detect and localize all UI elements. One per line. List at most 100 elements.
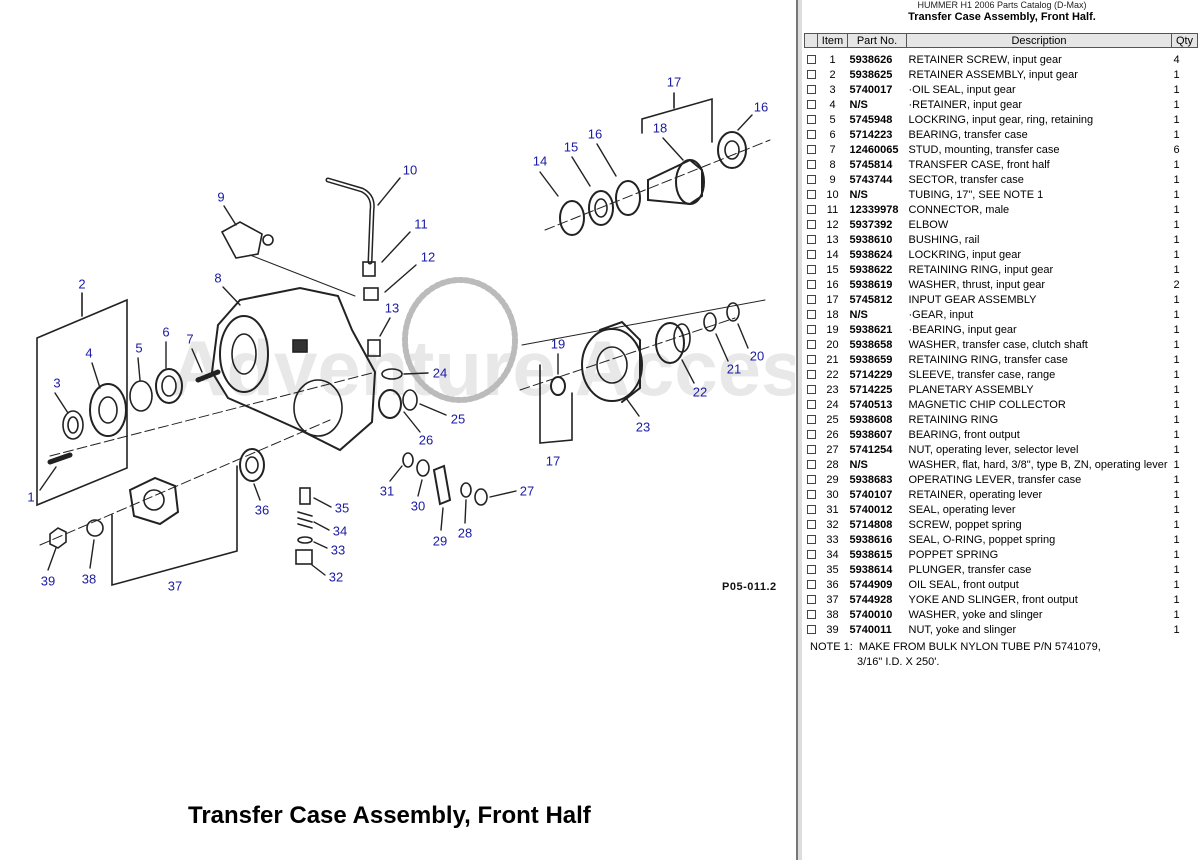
header-qty[interactable]: Qty [1171,33,1198,48]
row-checkbox[interactable] [806,520,816,530]
row-checkbox-cell[interactable] [805,382,818,397]
row-checkbox[interactable] [806,145,816,155]
row-checkbox[interactable] [806,310,816,320]
row-checkbox[interactable] [806,490,816,500]
row-checkbox[interactable] [806,175,816,185]
row-checkbox[interactable] [806,610,816,620]
row-checkbox[interactable] [806,70,816,80]
row-checkbox[interactable] [806,445,816,455]
row-checkbox[interactable] [806,190,816,200]
row-checkbox[interactable] [806,535,816,545]
row-checkbox-cell[interactable] [805,112,818,127]
row-checkbox-cell[interactable] [805,622,818,637]
row-checkbox[interactable] [806,370,816,380]
row-checkbox-cell[interactable] [805,397,818,412]
row-checkbox[interactable] [806,400,816,410]
row-checkbox[interactable] [806,235,816,245]
row-checkbox-cell[interactable] [805,412,818,427]
row-checkbox[interactable] [806,550,816,560]
row-checkbox[interactable] [806,160,816,170]
row-checkbox[interactable] [806,505,816,515]
row-checkbox-cell[interactable] [805,352,818,367]
row-checkbox-cell[interactable] [805,67,818,82]
row-checkbox-cell[interactable] [805,457,818,472]
row-checkbox-cell[interactable] [805,217,818,232]
row-checkbox[interactable] [806,430,816,440]
row-checkbox-cell[interactable] [805,562,818,577]
row-checkbox-cell[interactable] [805,127,818,142]
row-checkbox-cell[interactable] [805,97,818,112]
row-checkbox-cell[interactable] [805,157,818,172]
row-checkbox-cell[interactable] [805,82,818,97]
row-checkbox[interactable] [806,595,816,605]
row-checkbox-cell[interactable] [805,532,818,547]
row-checkbox-cell[interactable] [805,292,818,307]
row-checkbox[interactable] [806,460,816,470]
row-checkbox-cell[interactable] [805,232,818,247]
row-checkbox[interactable] [806,340,816,350]
row-checkbox-cell[interactable] [805,172,818,187]
row-checkbox[interactable] [806,625,816,635]
row-checkbox-cell[interactable] [805,502,818,517]
row-checkbox-cell[interactable] [805,142,818,157]
row-checkbox-cell[interactable] [805,442,818,457]
row-checkbox[interactable] [806,205,816,215]
row-checkbox-cell[interactable] [805,202,818,217]
row-checkbox[interactable] [806,250,816,260]
row-checkbox[interactable] [806,475,816,485]
row-checkbox-cell[interactable] [805,277,818,292]
row-checkbox[interactable] [806,55,816,65]
row-checkbox[interactable] [806,265,816,275]
row-checkbox-cell[interactable] [805,52,818,67]
row-checkbox-cell[interactable] [805,517,818,532]
row-checkbox[interactable] [806,355,816,365]
row-checkbox[interactable] [806,280,816,290]
header-description[interactable]: Description [906,33,1172,48]
row-checkbox-cell[interactable] [805,337,818,352]
row-checkbox-cell[interactable] [805,307,818,322]
row-checkbox-cell[interactable] [805,577,818,592]
row-checkbox-cell[interactable] [805,262,818,277]
row-checkbox-cell[interactable] [805,427,818,442]
row-checkbox-cell[interactable] [805,322,818,337]
row-checkbox-cell[interactable] [805,607,818,622]
row-checkbox-cell[interactable] [805,592,818,607]
row-checkbox-cell[interactable] [805,367,818,382]
header-item[interactable]: Item [817,33,848,48]
row-checkbox-cell[interactable] [805,547,818,562]
row-checkbox[interactable] [806,415,816,425]
row-checkbox[interactable] [806,85,816,95]
row-checkbox[interactable] [806,580,816,590]
